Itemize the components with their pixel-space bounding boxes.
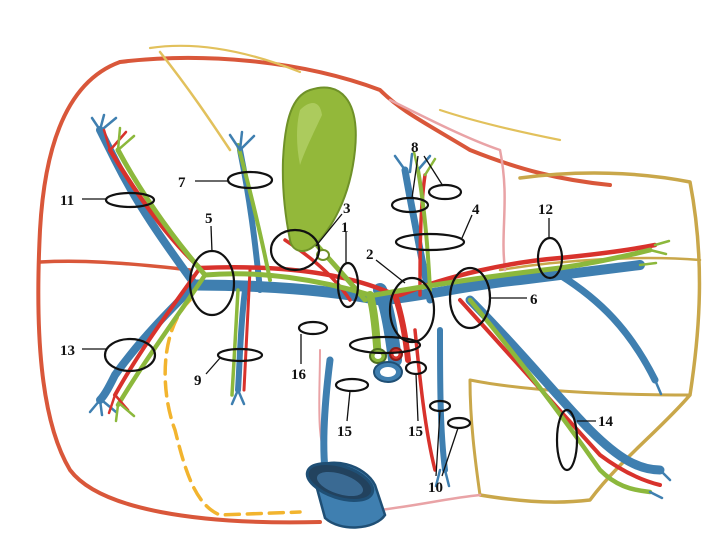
ring-8a (390, 196, 430, 214)
outer-border-thin (148, 44, 562, 142)
gallbladder-highlight (297, 103, 322, 165)
artery-inferior (413, 328, 437, 472)
artery-right-posterior (113, 266, 202, 397)
ring-16 (297, 320, 329, 336)
ring-3 (269, 228, 321, 272)
inferior-vena-cava (305, 461, 387, 529)
artery-left (397, 242, 658, 298)
left-lobe-outline (478, 171, 702, 504)
bile-duct-lumen (374, 353, 382, 359)
leader-8a (411, 155, 419, 199)
leader-5 (210, 225, 213, 253)
ring-13 (103, 337, 157, 373)
portal-left-lateral (556, 271, 659, 384)
tuft-segment-9 (230, 388, 246, 406)
duct-segment-7 (236, 143, 272, 282)
ring-4 (394, 232, 466, 252)
label-13: 13 (60, 343, 75, 359)
upper-divider (158, 50, 232, 152)
lower-left-divider (468, 378, 692, 497)
ligature-rings (103, 170, 579, 472)
label-7: 7 (178, 175, 186, 191)
artery-left-lower (458, 298, 662, 487)
label-15-right: 15 (408, 424, 423, 440)
leader-8b (423, 155, 444, 187)
number-labels: 11 7 5 3 1 2 8 4 12 6 13 9 16 15 15 10 1… (60, 140, 614, 496)
segment-outlines (36, 44, 702, 525)
duct-left-lower (467, 297, 653, 495)
portal-vein-lumen (380, 367, 396, 377)
gallbladder (281, 86, 357, 261)
leader-15a (346, 390, 351, 422)
tuft-segment-7 (228, 130, 256, 152)
ring-2 (388, 276, 436, 344)
leader-9 (205, 357, 221, 375)
label-4: 4 (472, 202, 480, 218)
ring-11 (104, 191, 156, 209)
label-11: 11 (60, 193, 74, 209)
ring-7 (226, 170, 274, 190)
ring-porta (348, 335, 422, 355)
portal-left-lateral-lower (465, 295, 665, 475)
duct-left-upper (416, 168, 432, 292)
label-16: 16 (291, 367, 307, 383)
ring-1 (336, 261, 360, 309)
label-8: 8 (411, 140, 419, 156)
ring-14 (555, 408, 579, 472)
tuft-segment-8 (393, 152, 432, 174)
tuft-left-lateral (638, 239, 671, 267)
label-5: 5 (205, 211, 213, 227)
duct-segment-9 (230, 288, 240, 397)
label-3: 3 (343, 201, 351, 217)
ring-15b (404, 360, 428, 376)
label-9: 9 (194, 373, 202, 389)
ring-8b (427, 183, 463, 201)
label-2: 2 (366, 247, 374, 263)
ivc-opening-inner (316, 471, 364, 497)
segment-divider-horizontal (38, 259, 192, 272)
portal-left-branch (380, 260, 645, 305)
label-12: 12 (538, 202, 553, 218)
tuft-lower-right-green (114, 402, 136, 423)
artery-segment-9 (242, 268, 252, 392)
portal-segment-9 (235, 287, 248, 393)
branch-tufts (88, 113, 672, 500)
tuft-upper-right-green (116, 126, 136, 152)
leader-10a (435, 410, 441, 477)
leader-10b (441, 427, 459, 477)
label-6: 6 (530, 292, 538, 308)
tuft-inferior (434, 468, 451, 488)
right-lateral-outline (36, 60, 322, 525)
cystic-duct-opening (316, 249, 330, 261)
label-10: 10 (428, 480, 443, 496)
leader-4 (461, 214, 473, 239)
tuft-left-lower (648, 378, 672, 500)
leader-15b (415, 373, 419, 422)
portal-inferior (437, 327, 448, 473)
label-1: 1 (341, 220, 349, 236)
ring-10b (446, 416, 472, 430)
leader-2 (375, 259, 406, 284)
label-14: 14 (598, 414, 614, 430)
leader-3 (315, 213, 343, 247)
right-lobe-outline (118, 55, 612, 187)
leader-lines (82, 155, 596, 477)
bile-duct-tree (115, 143, 653, 495)
tuft-segment-8-green (412, 150, 437, 177)
dashed-ligament-line (163, 298, 302, 517)
duct-left (372, 247, 653, 298)
label-15-left: 15 (337, 424, 352, 440)
ring-15a (334, 377, 370, 393)
duct-right-posterior (115, 272, 208, 408)
ring-12 (536, 236, 564, 280)
portal-caudate (320, 356, 334, 474)
pink-outline (378, 98, 507, 512)
ring-9 (216, 347, 264, 363)
tuft-upper-right (90, 113, 118, 132)
portal-right-anterior (96, 126, 199, 289)
